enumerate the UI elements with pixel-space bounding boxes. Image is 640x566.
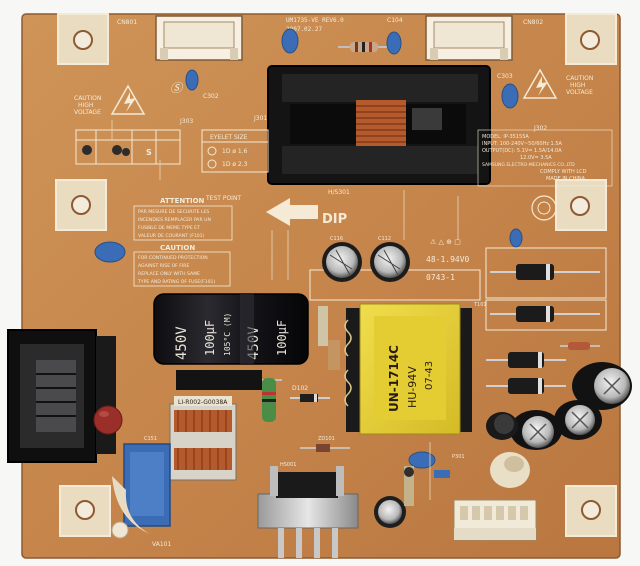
cap-capacitance-left: 100µF [203, 320, 217, 356]
label-c303: C303 [497, 73, 513, 80]
diode-d102 [290, 394, 330, 402]
label-d102: D102 [292, 385, 308, 392]
label-p301: P301 [452, 454, 465, 460]
eyelet-title: EYELET SIZE [210, 134, 248, 141]
eyelet-row-1: 1D ø 1.6 [222, 148, 248, 155]
transformer-text-3: 07-43 [424, 361, 435, 390]
connector-cn801 [155, 15, 243, 61]
lot-code: 48-1.94V0 [426, 255, 470, 264]
label-ic-date: 2007.02.27 [286, 26, 323, 33]
transistor-table: S [75, 129, 181, 165]
model-line-1: MODEL: IP-35155A [482, 134, 529, 140]
hv-right-1: CAUTION [566, 75, 593, 82]
caution-notice: CAUTION FOR CONTINUED PROTECTION AGAINST… [133, 244, 231, 287]
common-mode-choke: LI-R002-G0038A [169, 396, 237, 481]
choke-label: LI-R002-G0038A [178, 399, 228, 406]
attention-line-1: PAR MESURE DE SECURITE LES [138, 209, 209, 215]
transformer-text-1: UN-1714C [387, 345, 401, 412]
hv-left-2: HIGH [78, 102, 93, 109]
warning-triangle-icon [522, 68, 558, 99]
small-components-mid [318, 306, 450, 506]
model-line-3: OUTPUT(DC): 5.1V= 1.5A/14.0A [482, 148, 562, 154]
zener-diode [300, 444, 350, 452]
hv-left-3: VOLTAGE [74, 109, 101, 116]
small-cap-bottom [374, 496, 406, 528]
ceramic-disc-red [93, 405, 123, 435]
diodes-right [486, 264, 600, 394]
model-line-2: INPUT: 100-240V~50/60Hz 1.5A [482, 141, 563, 147]
model-line-7: MADE IN CHINA [546, 176, 586, 182]
blue-capacitors-top [94, 28, 523, 469]
label-c302: C302 [203, 93, 219, 100]
label-cn801: CN801 [117, 19, 137, 26]
hv-left-1: CAUTION [74, 95, 101, 102]
caution-high-voltage-right: CAUTION HIGH VOLTAGE [522, 68, 593, 99]
hv-right-3: VOLTAGE [566, 89, 593, 96]
label-t101: T101 [473, 302, 487, 308]
connector-cn802 [425, 15, 513, 61]
transformer-text-2: HU-94V [406, 366, 419, 408]
label-cn802: CN802 [523, 19, 543, 26]
label-j301: J301 [253, 115, 267, 122]
label-c316: C116 [330, 236, 343, 242]
eyelet-row-2: 1D ø 2.3 [222, 161, 248, 168]
eyelet-size-box: EYELET SIZE 1D ø 1.6 1D ø 2.3 [201, 129, 269, 173]
label-c317: C112 [378, 236, 391, 242]
caution-high-voltage-left: CAUTION HIGH VOLTAGE [74, 84, 146, 116]
certification-marks: ⚠ △ ⊕ ▢ [430, 195, 557, 246]
caution-line-4: TYPE AND RATING OF FUSE(F101) [137, 279, 215, 285]
label-j303: J303 [179, 118, 193, 125]
heatsink-bridge [257, 466, 359, 558]
label-j302: J302 [533, 125, 547, 132]
attention-line-4: VALEUR DE COURANT (F101) [138, 233, 205, 239]
cap-capacitance-right: 100µF [275, 320, 289, 356]
warning-triangle-icon [110, 84, 146, 115]
label-c151: C151 [144, 436, 157, 442]
hv-right-2: HIGH [570, 82, 585, 89]
fuse-resistor [176, 370, 282, 422]
svg-text:S: S [146, 148, 152, 157]
output-header [453, 499, 537, 541]
model-line-6: COMPLY WITH LCD [540, 169, 587, 175]
small-electrolytic-caps [322, 242, 410, 282]
test-point-label: TEST POINT [205, 195, 241, 202]
dip-label: DIP [322, 212, 347, 227]
attention-title: ATTENTION [160, 197, 205, 205]
label-va101: VA101 [152, 541, 171, 548]
cap-voltage-left: 450V [174, 326, 190, 360]
silk-lines [111, 120, 459, 500]
label-hs5301: H/S301 [328, 189, 350, 196]
label-c104: C104 [387, 17, 403, 24]
samsung-logo-icon: Ⓢ [170, 81, 184, 95]
output-capacitors [486, 362, 632, 488]
caution-line-2: AGAINST RISE OF FIRE [138, 263, 189, 269]
ac-inlet-connector [7, 329, 116, 463]
model-line-5: SAMSUNG ELECTRO-MECHANICS CO.,LTD [482, 162, 575, 168]
attention-line-3: FUSIBLE DE MEME TYPE ET [138, 225, 200, 231]
caution-title: CAUTION [160, 244, 195, 252]
attention-notice: ATTENTION TEST POINT PAR MESURE DE SECUR… [133, 195, 241, 241]
attention-line-2: INCENDIES REMPLACER PAR UN [138, 217, 211, 223]
blue-x-capacitor [111, 443, 171, 539]
label-hs001: HS001 [280, 462, 296, 468]
cap-temp-left: 105°C (M) [223, 313, 232, 356]
lot-code-2: 0743-1 [426, 273, 455, 282]
caution-line-3: REPLACE ONLY WITH SAME [138, 271, 200, 277]
inverter-transformer [267, 65, 491, 185]
label-ic-rev: UM1735-VE REV6.0 [286, 17, 344, 24]
svg-text:⚠ △ ⊕ ▢: ⚠ △ ⊕ ▢ [430, 238, 461, 246]
caution-line-1: FOR CONTINUED PROTECTION [138, 255, 208, 261]
mounting-holes [55, 13, 617, 537]
dip-arrow: DIP [266, 198, 347, 227]
model-line-4: 12.0V= 3.5A [520, 155, 552, 161]
bulk-capacitor: 450V 100µF 105°C (M) 450V 100µF [153, 293, 309, 365]
smps-transformer: UN-1714C HU-94V 07-43 [344, 303, 472, 435]
label-zd101: ZD101 [318, 436, 335, 442]
model-info: MODEL: IP-35155A INPUT: 100-240V~50/60Hz… [477, 129, 613, 187]
